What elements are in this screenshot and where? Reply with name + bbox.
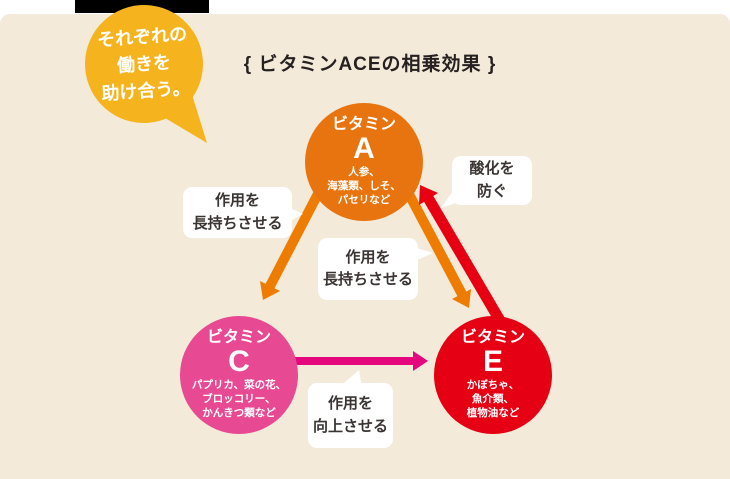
effect-bubble-a-to-e: 作用を 長持ちさせる (318, 238, 418, 300)
diagram-title: { ビタミンACEの相乗効果 } (243, 54, 497, 75)
intro-bubble-text: それぞれの 働きを 助け合う。 (96, 23, 191, 104)
effect-text-a-to-e: 作用を 長持ちさせる (322, 248, 413, 289)
effect-bubble-c-to-e: 作用を 向上させる (308, 383, 393, 448)
vitamin-e-label: ビタミン (460, 328, 525, 346)
effect-text-e-to-a: 酸化を 防ぐ (469, 160, 515, 200)
vitamin-e-circle: ビタミン E かぼちゃ、 魚介類、 植物油など (434, 316, 552, 434)
vitamin-c-foods: パプリカ、菜の花、 ブロッコリー、 かんきつ類など (191, 379, 287, 419)
vitamin-e-letter: E (482, 344, 503, 378)
vitamin-a-foods: 人参、 海藻類、しそ、 パセリなど (327, 166, 401, 206)
vitamin-a-letter: A (353, 131, 375, 165)
effect-bubble-e-to-a: 酸化を 防ぐ (452, 156, 532, 205)
effect-text-c-to-e: 作用を 向上させる (312, 395, 388, 435)
vitamin-a-label: ビタミン (331, 115, 396, 133)
vitamin-c-circle: ビタミン C パプリカ、菜の花、 ブロッコリー、 かんきつ類など (180, 316, 298, 434)
vitamin-e-foods: かぼちゃ、 魚介類、 植物油など (466, 379, 520, 419)
vitamin-c-label: ビタミン (206, 328, 271, 346)
effect-text-a-to-c: 作用を 長持ちさせる (192, 192, 283, 232)
vitamin-a-circle: ビタミン A 人参、 海藻類、しそ、 パセリなど (305, 103, 423, 221)
vitamin-c-letter: C (228, 344, 250, 378)
effect-bubble-a-to-c: 作用を 長持ちさせる (183, 187, 292, 238)
